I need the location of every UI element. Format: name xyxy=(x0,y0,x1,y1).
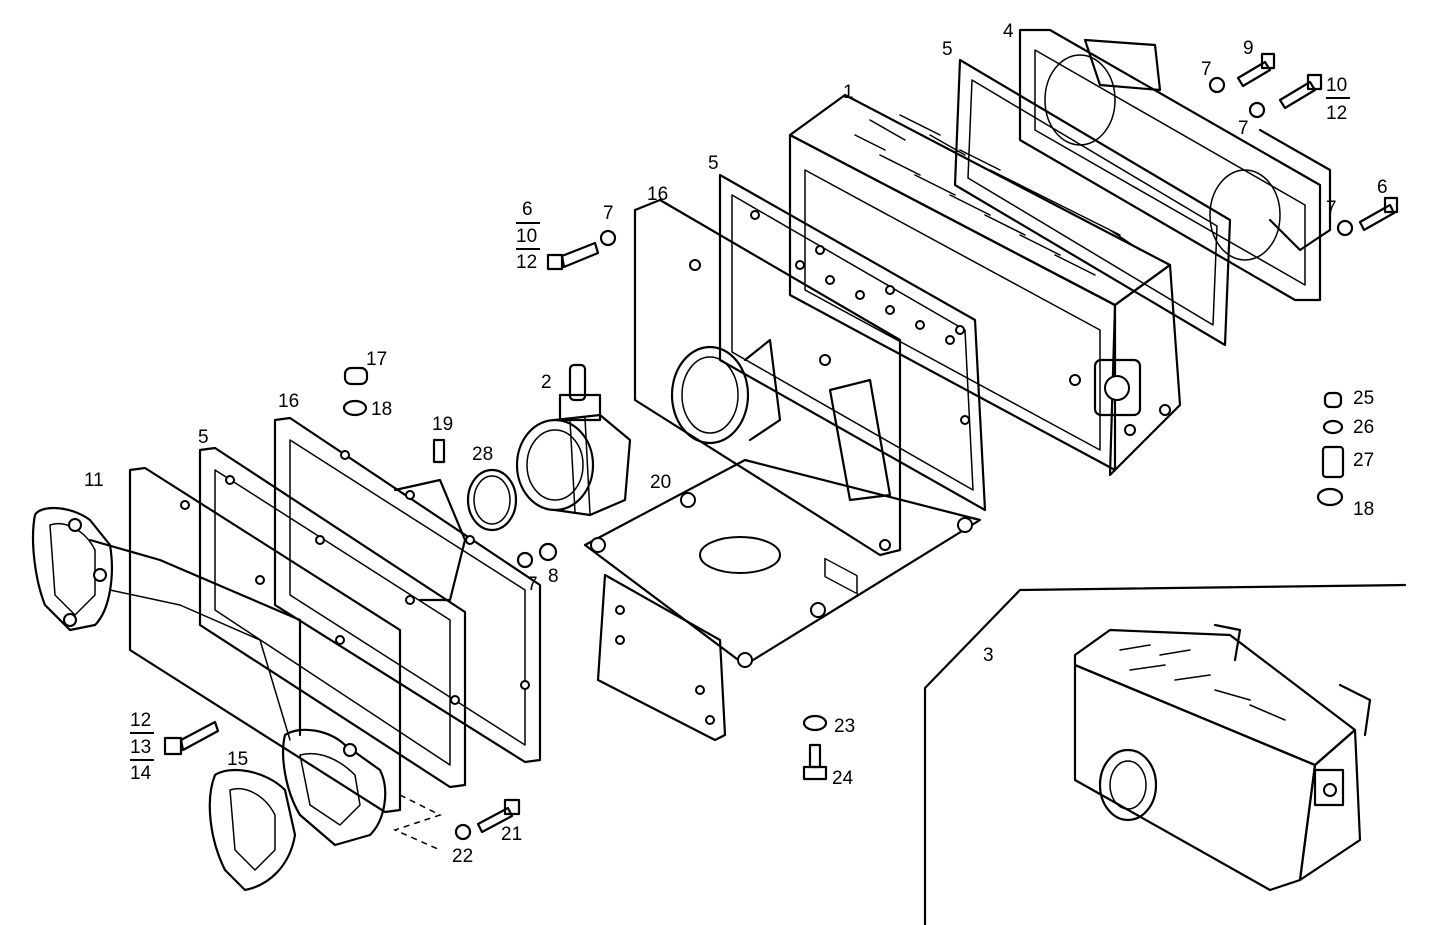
fraction-6-10-12: 6 10 12 xyxy=(516,199,540,273)
fraction-10-12-bottom: 12 xyxy=(1326,103,1347,124)
label-7-c: 7 xyxy=(1238,118,1249,139)
fraction-10-12: 10 12 xyxy=(1326,75,1350,124)
label-20: 20 xyxy=(650,472,671,493)
label-19: 19 xyxy=(432,414,453,435)
label-7-a: 7 xyxy=(603,203,614,224)
fraction-12-13-14-c: 14 xyxy=(130,763,152,784)
label-28: 28 xyxy=(472,444,493,465)
label-5-middle: 5 xyxy=(708,153,719,174)
fraction-10-12-top: 10 xyxy=(1326,75,1347,96)
fraction-6-10-12-c: 12 xyxy=(516,252,537,273)
label-21: 21 xyxy=(501,824,522,845)
label-7-b: 7 xyxy=(1201,59,1212,80)
label-18-a: 18 xyxy=(371,399,392,420)
label-27: 27 xyxy=(1353,450,1374,471)
flange-gasket xyxy=(208,768,297,892)
intake-manifold xyxy=(31,466,402,847)
fraction-12-13-14: 12 13 14 xyxy=(130,710,154,784)
label-9: 9 xyxy=(1243,38,1254,59)
mounting-plate xyxy=(583,458,982,742)
label-25: 25 xyxy=(1353,388,1374,409)
label-7-d: 7 xyxy=(1326,198,1337,219)
label-17: 17 xyxy=(366,349,387,370)
middle-gasket xyxy=(718,173,987,512)
throttle-body xyxy=(515,363,632,517)
fraction-6-10-12-b: 10 xyxy=(516,226,537,247)
label-11: 11 xyxy=(84,470,104,491)
fraction-12-13-14-b: 13 xyxy=(130,737,151,758)
fraction-12-13-14-a: 12 xyxy=(130,710,151,731)
lower-housing xyxy=(273,416,542,764)
label-3: 3 xyxy=(983,645,994,666)
label-22: 22 xyxy=(452,846,473,867)
label-16-lower: 16 xyxy=(278,391,299,412)
label-2: 2 xyxy=(541,372,552,393)
assembled-view-inset xyxy=(923,583,1407,925)
label-4: 4 xyxy=(1003,21,1014,42)
label-15: 15 xyxy=(227,749,248,770)
label-16-upper: 16 xyxy=(647,184,668,205)
label-6: 6 xyxy=(1377,177,1388,198)
rear-gasket xyxy=(953,58,1232,347)
label-8: 8 xyxy=(548,566,559,587)
upper-inlet-housing xyxy=(633,198,902,557)
fraction-6-10-12-a: 6 xyxy=(522,199,533,220)
label-5-rear: 5 xyxy=(942,39,953,60)
label-26: 26 xyxy=(1353,417,1374,438)
o-ring xyxy=(466,468,518,532)
lower-gasket xyxy=(198,446,467,789)
label-5-lower: 5 xyxy=(198,427,209,448)
rear-cover-plate xyxy=(1018,28,1332,302)
dashed-outline xyxy=(392,794,442,851)
small-fasteners xyxy=(163,52,1399,841)
label-23: 23 xyxy=(834,716,855,737)
label-1: 1 xyxy=(843,82,854,103)
label-24: 24 xyxy=(832,768,854,789)
label-18-b: 18 xyxy=(1353,499,1374,520)
label-7-e: 7 xyxy=(527,574,538,595)
callout-labels: 1 2 3 4 5 5 5 6 7 7 7 7 7 8 9 11 15 16 1… xyxy=(84,21,1388,867)
intercooler-core xyxy=(788,93,1182,595)
